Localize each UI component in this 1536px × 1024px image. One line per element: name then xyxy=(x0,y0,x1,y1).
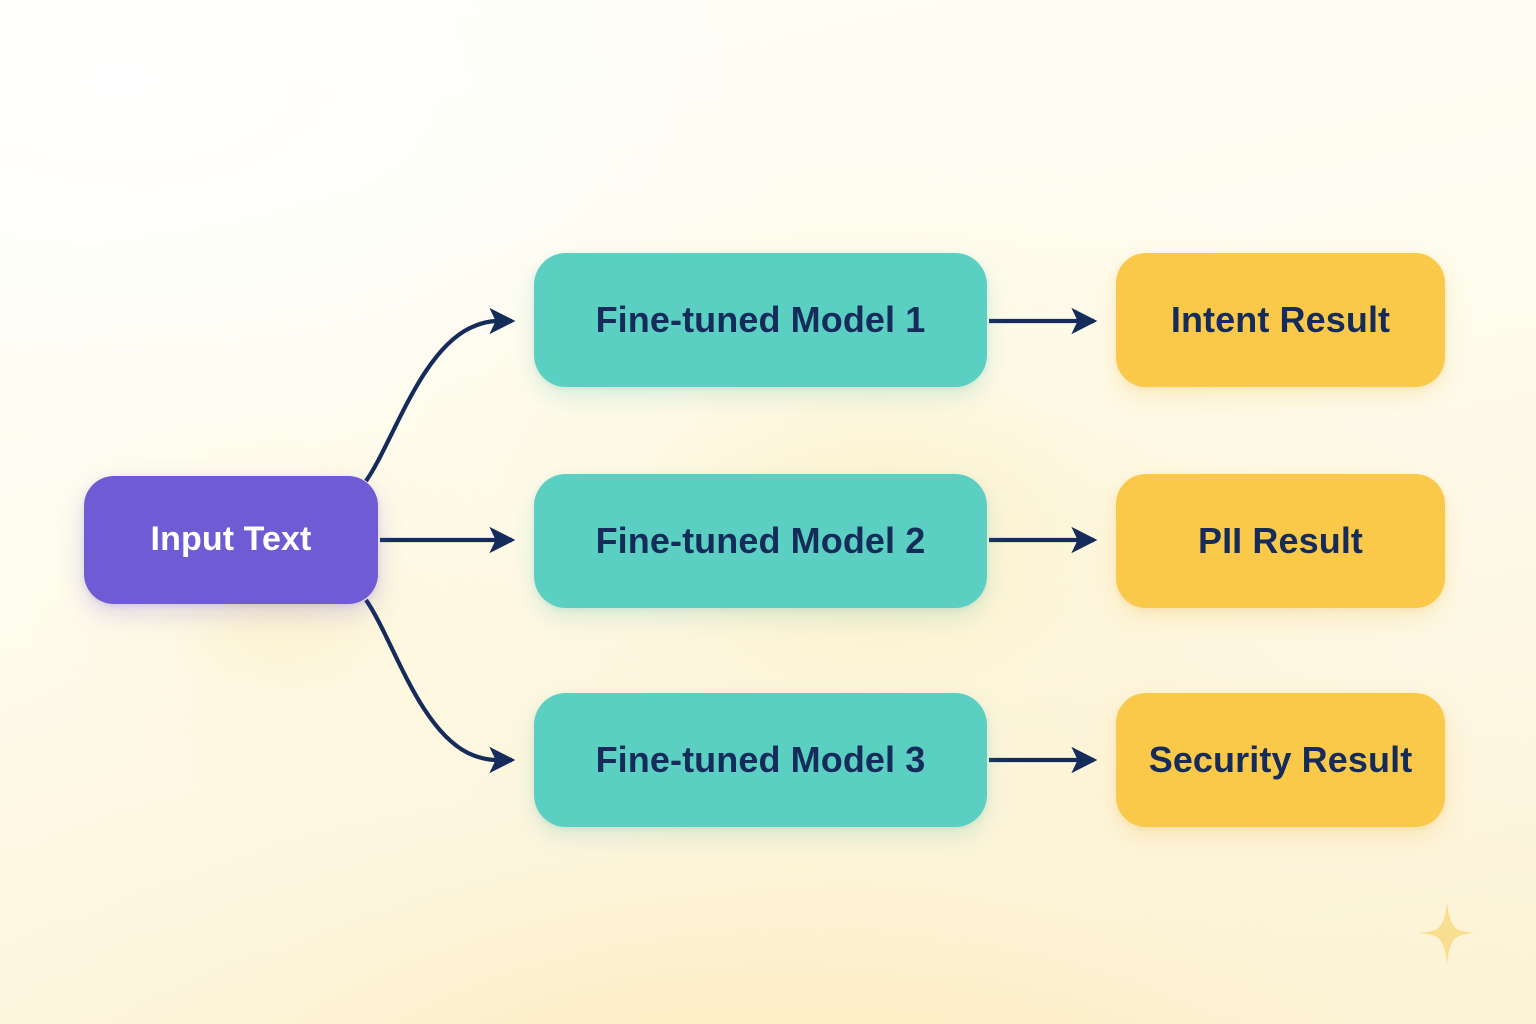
node-security-result[interactable]: Security Result xyxy=(1116,693,1445,827)
node-fine-tuned-model-2[interactable]: Fine-tuned Model 2 xyxy=(534,474,987,608)
node-fine-tuned-model-3-label: Fine-tuned Model 3 xyxy=(595,739,926,781)
node-input-text-label: Input Text xyxy=(150,520,312,559)
edge-input-to-model-1 xyxy=(364,307,516,483)
node-input-text[interactable]: Input Text xyxy=(84,476,378,604)
node-fine-tuned-model-2-label: Fine-tuned Model 2 xyxy=(595,520,926,562)
node-intent-result-label: Intent Result xyxy=(1170,299,1391,341)
node-security-result-label: Security Result xyxy=(1148,739,1413,781)
edge-input-to-model-3 xyxy=(364,598,516,774)
node-fine-tuned-model-1[interactable]: Fine-tuned Model 1 xyxy=(534,253,987,387)
node-fine-tuned-model-1-label: Fine-tuned Model 1 xyxy=(595,299,926,341)
node-pii-result[interactable]: PII Result xyxy=(1116,474,1445,608)
node-fine-tuned-model-3[interactable]: Fine-tuned Model 3 xyxy=(534,693,987,827)
node-intent-result[interactable]: Intent Result xyxy=(1116,253,1445,387)
node-pii-result-label: PII Result xyxy=(1197,520,1364,562)
